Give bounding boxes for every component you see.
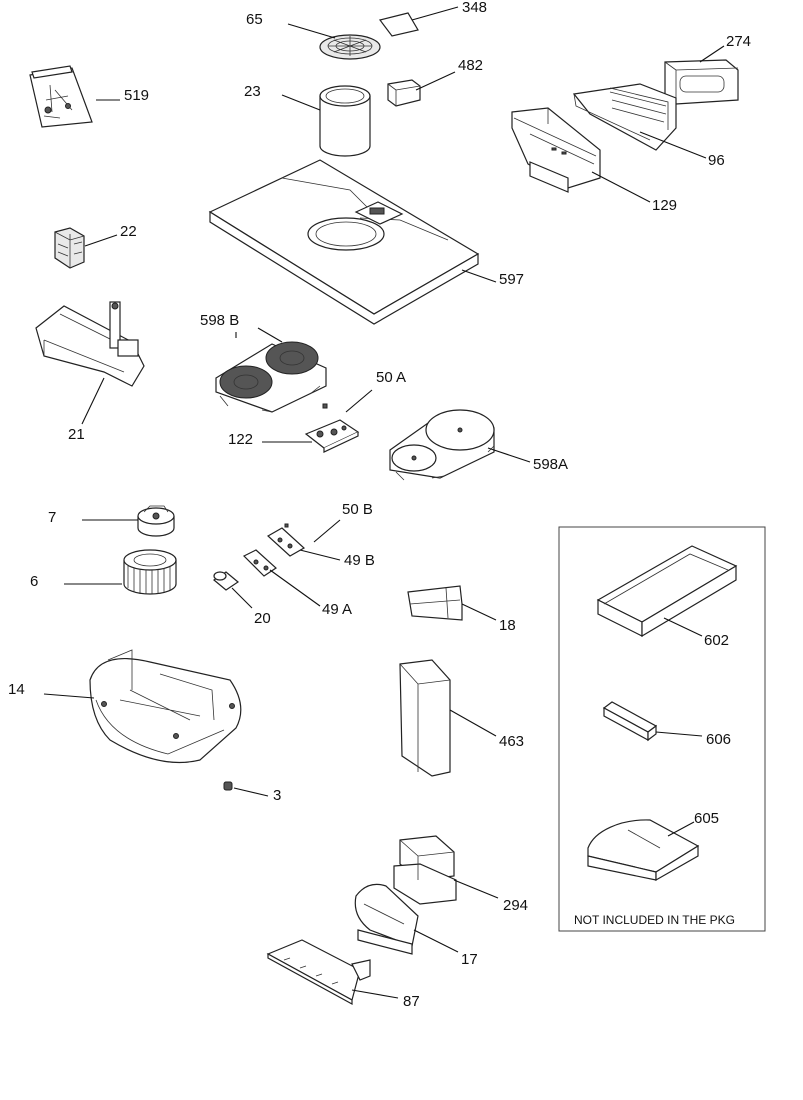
part-49a-power-board-a <box>242 549 277 577</box>
label-294: 294 <box>503 897 528 914</box>
part-463-vertical-duct <box>399 659 451 777</box>
leader-49b <box>299 549 341 561</box>
part-6-blower-wheel <box>123 549 177 595</box>
label-519: 519 <box>124 87 149 104</box>
leader-3 <box>233 787 269 797</box>
part-129-damper-housing <box>511 107 601 193</box>
part-482-connector-box <box>387 79 421 107</box>
leader-598b-b <box>257 327 283 343</box>
label-49a: 49 A <box>322 601 352 618</box>
leader-18 <box>461 603 497 621</box>
part-7-blower-motor <box>137 505 175 537</box>
part-348-label-sheet <box>378 12 419 37</box>
label-87: 87 <box>403 993 420 1010</box>
label-23: 23 <box>244 83 261 100</box>
not-included-frame <box>558 526 766 932</box>
leader-96 <box>639 131 707 159</box>
leader-597 <box>461 269 497 283</box>
part-65-grease-filter <box>319 34 381 60</box>
label-20: 20 <box>254 610 271 627</box>
label-602: 602 <box>704 632 729 649</box>
part-602-flat-duct <box>596 545 738 638</box>
part-606-short-duct <box>602 701 658 742</box>
leader-65 <box>287 23 336 39</box>
leader-17 <box>413 929 459 953</box>
part-597-cooktop-glass <box>208 159 480 325</box>
leader-482 <box>415 71 456 91</box>
label-129: 129 <box>652 197 677 214</box>
label-3: 3 <box>273 787 281 804</box>
part-96-duct-transition <box>572 83 677 151</box>
label-49b: 49 B <box>344 552 375 569</box>
label-17: 17 <box>461 951 478 968</box>
leader-294 <box>453 879 499 899</box>
leader-14 <box>43 693 95 699</box>
part-50a-screw-a <box>322 403 328 409</box>
leader-274 <box>699 45 725 63</box>
label-606: 606 <box>706 731 731 748</box>
leader-21 <box>81 377 105 425</box>
label-65: 65 <box>246 11 263 28</box>
part-519-hardware-bag <box>29 65 93 128</box>
part-294-duct-connector <box>393 835 457 905</box>
part-17-duct-elbow <box>354 883 419 955</box>
label-597: 597 <box>499 271 524 288</box>
label-598a: 598A <box>533 456 568 473</box>
label-122: 122 <box>228 431 253 448</box>
part-21-fan-duct <box>35 301 145 387</box>
label-274: 274 <box>726 33 751 50</box>
not-included-note: NOT INCLUDED IN THE PKG <box>574 913 735 927</box>
leader-463 <box>449 709 497 737</box>
label-14: 14 <box>8 681 25 698</box>
label-605: 605 <box>694 810 719 827</box>
label-50b: 50 B <box>342 501 373 518</box>
leader-22 <box>84 234 118 247</box>
part-87-vent-grille <box>266 939 371 1006</box>
label-21: 21 <box>68 426 85 443</box>
part-23-charcoal-cylinder <box>319 85 371 157</box>
label-18: 18 <box>499 617 516 634</box>
part-22-filter-cube <box>54 227 85 269</box>
label-96: 96 <box>708 152 725 169</box>
leader-605 <box>667 821 695 837</box>
part-605-flat-elbow <box>587 819 700 882</box>
label-22: 22 <box>120 223 137 240</box>
part-20-capacitor <box>212 571 240 591</box>
label-463: 463 <box>499 733 524 750</box>
part-49b-power-board-b <box>266 523 306 557</box>
leader-87 <box>351 989 399 999</box>
label-348: 348 <box>462 0 487 16</box>
leader-50a <box>345 389 373 413</box>
part-3-foot-clip <box>223 781 233 791</box>
label-598b: 598 B <box>200 312 239 329</box>
label-7: 7 <box>48 509 56 526</box>
label-6: 6 <box>30 573 38 590</box>
part-598b-induction-coils <box>215 341 327 413</box>
leader-50b <box>313 519 341 543</box>
part-122-control-board <box>304 419 360 453</box>
leader-23 <box>281 94 321 111</box>
leader-129 <box>591 171 651 203</box>
label-50a: 50 A <box>376 369 406 386</box>
part-14-blower-housing <box>89 649 242 764</box>
leader-602 <box>663 617 703 637</box>
leader-598a <box>487 447 531 463</box>
part-598a-induction-module <box>389 409 495 481</box>
leader-348 <box>411 6 459 21</box>
leader-49a <box>269 569 321 607</box>
part-18-duct-adapter <box>407 585 463 621</box>
leader-606 <box>655 731 703 737</box>
leader-20 <box>231 587 253 609</box>
label-482: 482 <box>458 57 483 74</box>
